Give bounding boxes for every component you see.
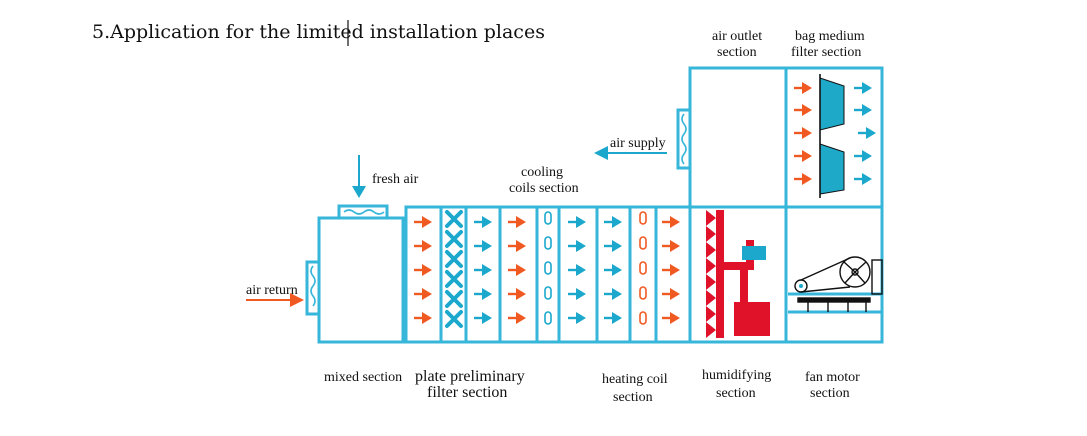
- mixed-section: [305, 204, 405, 344]
- page-title: 5.Application for the limited installati…: [92, 21, 545, 43]
- fresh-air-label: fresh air: [372, 172, 419, 187]
- lower-casing: [404, 205, 884, 344]
- upper-casing: [676, 66, 884, 209]
- air-return-label: air return: [246, 283, 298, 298]
- fan-motor-icon: [788, 256, 883, 314]
- fresh-air-arrow-icon: [352, 155, 366, 198]
- flow-arrow-icon: [794, 127, 812, 139]
- cooling-label-1: cooling: [521, 165, 563, 180]
- flow-arrow-icon: [568, 216, 586, 228]
- flow-arrow-icon: [474, 288, 492, 300]
- heating-label-2: section: [613, 390, 653, 405]
- flow-arrow-icon: [604, 240, 622, 252]
- supply-air-damper: [676, 108, 692, 170]
- flow-arrow-icon: [508, 288, 526, 300]
- flow-arrow-icon: [414, 240, 432, 252]
- flow-arrow-icon: [474, 216, 492, 228]
- air-supply-label: air supply: [610, 136, 666, 151]
- flow-arrows: [414, 82, 876, 324]
- flow-arrow-icon: [794, 173, 812, 185]
- plate-filter-label-1: plate preliminary: [415, 368, 525, 385]
- mixed-section-label: mixed section: [324, 370, 402, 385]
- flow-arrow-icon: [568, 240, 586, 252]
- air-outlet-label-2: section: [717, 45, 757, 60]
- flow-arrow-icon: [854, 150, 872, 162]
- flow-arrow-icon: [568, 312, 586, 324]
- air-outlet-label-1: air outlet: [712, 29, 762, 44]
- flow-arrow-icon: [604, 264, 622, 276]
- flow-arrow-icon: [854, 104, 872, 116]
- bag-filter-label-1: bag medium: [795, 29, 865, 44]
- flow-arrow-icon: [508, 312, 526, 324]
- flow-arrow-icon: [474, 312, 492, 324]
- return-air-damper: [305, 260, 321, 316]
- air-supply-arrow-icon: [594, 146, 667, 160]
- air-return-arrow-icon: [246, 293, 304, 307]
- flow-arrow-icon: [568, 288, 586, 300]
- bag-filter-icon: [819, 74, 845, 198]
- flow-arrow-icon: [414, 312, 432, 324]
- flow-arrow-icon: [414, 264, 432, 276]
- flow-arrow-icon: [604, 288, 622, 300]
- flow-arrow-icon: [508, 240, 526, 252]
- flow-arrow-icon: [604, 312, 622, 324]
- heating-coil-icon: [639, 211, 647, 325]
- flow-arrow-icon: [662, 312, 680, 324]
- humidifying-label-2: section: [716, 386, 756, 401]
- flow-arrow-icon: [414, 288, 432, 300]
- flow-arrow-icon: [794, 104, 812, 116]
- heating-label-1: heating coil: [602, 372, 668, 387]
- fan-motor-label-2: section: [810, 386, 850, 401]
- plate-filter-label-2: filter section: [427, 384, 507, 401]
- flow-arrow-icon: [662, 288, 680, 300]
- flow-arrow-icon: [854, 82, 872, 94]
- flow-arrow-icon: [508, 216, 526, 228]
- flow-arrow-icon: [858, 127, 876, 139]
- cooling-label-2: coils section: [509, 181, 579, 196]
- flow-arrow-icon: [474, 240, 492, 252]
- plate-filter-icon: [445, 210, 463, 328]
- flow-arrow-icon: [794, 82, 812, 94]
- flow-arrow-icon: [662, 240, 680, 252]
- flow-arrow-icon: [794, 150, 812, 162]
- cooling-coil-icon: [544, 211, 552, 325]
- flow-arrow-icon: [854, 173, 872, 185]
- bag-filter-label-2: filter section: [791, 45, 861, 60]
- flow-arrow-icon: [604, 216, 622, 228]
- flow-arrow-icon: [662, 264, 680, 276]
- flow-arrow-icon: [568, 264, 586, 276]
- flow-arrow-icon: [414, 216, 432, 228]
- fan-motor-label-1: fan motor: [805, 370, 860, 385]
- humidifying-label-1: humidifying: [702, 368, 771, 383]
- flow-arrow-icon: [662, 216, 680, 228]
- flow-arrow-icon: [474, 264, 492, 276]
- flow-arrow-icon: [508, 264, 526, 276]
- humidifier-icon: [706, 210, 770, 338]
